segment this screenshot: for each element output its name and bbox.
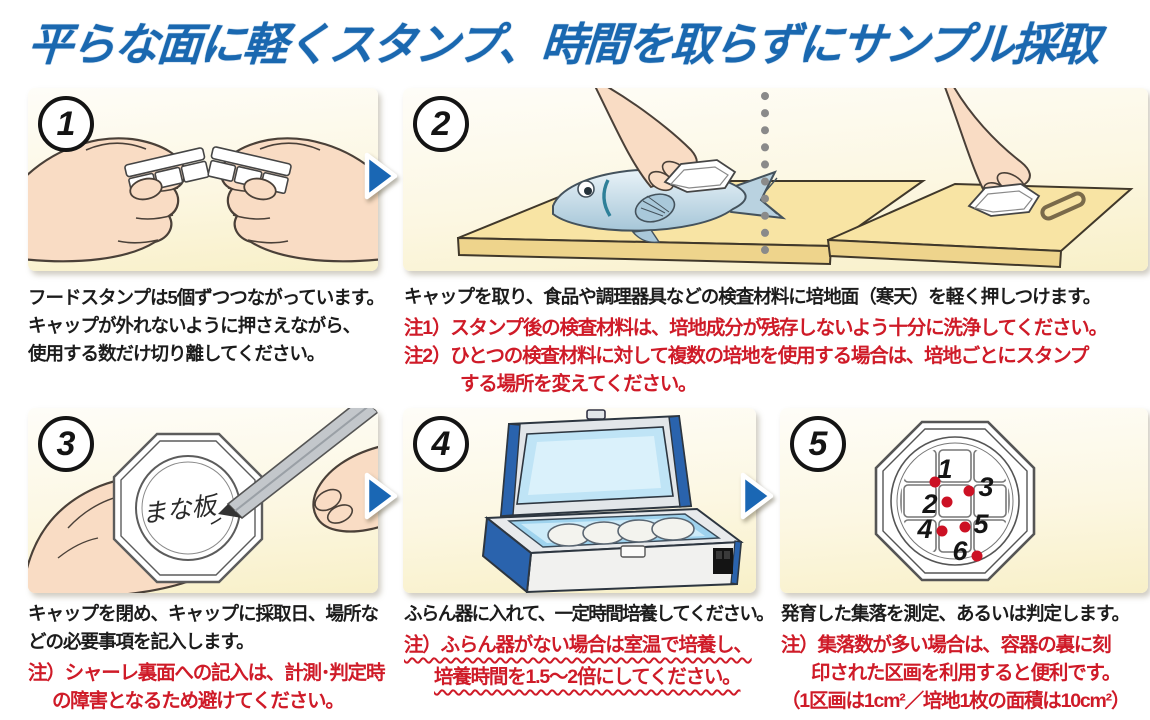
- step1-caption: フードスタンプは5個ずつつながっています。 キャップが外れないように押さえながら…: [28, 284, 385, 368]
- step5-illustration: 1 2 3 4 5 6: [874, 420, 1036, 582]
- caption-text: 使用する数だけ切り離してください。: [28, 343, 325, 364]
- colony-number: 5: [973, 509, 989, 539]
- note-text: 印された区画を利用すると便利です。: [811, 662, 1121, 684]
- pen-icon: [218, 408, 378, 520]
- step5-panel: 1 2 3 4 5 6 5: [780, 408, 1148, 593]
- note-text: 注）集落数が多い場合は、容器の裏に刻: [781, 634, 1112, 656]
- page-title: 平らな面に軽くスタンプ、時間を取らずにサンプル採取: [26, 19, 1100, 70]
- note-text: 注1）スタンプ後の検査材料は、培地成分が残存しないよう十分に洗浄してください。: [404, 317, 1108, 339]
- colony-number: 1: [937, 454, 952, 484]
- caption-text: キャップを取り、食品や調理器具などの検査材料に培地面（寒天）を軽く押しつけます。: [404, 286, 1101, 307]
- colony-number: 2: [921, 489, 937, 519]
- colony-number: 6: [952, 536, 968, 566]
- step5-caption: 発育した集落を測定、あるいは判定します。 注）集落数が多い場合は、容器の裏に刻 …: [781, 600, 1130, 715]
- note-text: の障害となるため避けてください。: [52, 690, 345, 712]
- step3-caption: キャップを閉め、キャップに採取日、場所な どの必要事項を記入します。 注）シャー…: [28, 600, 385, 715]
- note-text: する場所を変えてください。: [460, 373, 698, 395]
- caption-text: キャップを閉め、キャップに採取日、場所な: [28, 603, 379, 624]
- step4-number-badge: 4: [413, 416, 469, 472]
- stamp-right-icon: [967, 183, 1041, 217]
- step2-panel: 2: [403, 88, 1148, 271]
- dish-back-icon: 1 2 3 4 5 6: [874, 420, 1036, 582]
- cutting-board-right-icon: [826, 182, 1134, 269]
- step3-panel: まな板 3: [28, 408, 378, 593]
- note-text: 培養時間を1.5～2倍にしてください。: [434, 666, 742, 688]
- writing-hand-icon: [312, 445, 378, 533]
- incubator-icon: [481, 409, 744, 593]
- caption-text: 発育した集落を測定、あるいは判定します。: [781, 603, 1130, 624]
- step1-panel: 1: [28, 88, 378, 271]
- note-text: 注2）ひとつの検査材料に対して複数の培地を使用する場合は、培地ごとにスタンプ: [404, 345, 1089, 367]
- step3-illustration: まな板: [28, 408, 378, 593]
- caption-text: ふらん器に入れて、一定時間培養してください。: [404, 603, 775, 624]
- petri-dish-cap-icon: まな板: [112, 432, 264, 584]
- flow-arrow-icon: [364, 472, 398, 520]
- colony-number: 3: [978, 472, 993, 502]
- step4-illustration: [481, 409, 744, 593]
- caption-text: どの必要事項を記入します。: [28, 631, 255, 652]
- step3-number-badge: 3: [38, 416, 94, 472]
- step4-panel: 4: [403, 408, 756, 593]
- power-connector-icon: [713, 548, 733, 574]
- step2-illustration: [456, 88, 1134, 270]
- colony-marks: 1 2 3 4 5 6: [916, 454, 993, 566]
- step1-number-badge: 1: [38, 96, 94, 152]
- note-text: （1区画は1cm²／培地1枚の面積は10cm²）: [781, 690, 1130, 712]
- step2-caption: キャップを取り、食品や調理器具などの検査材料に培地面（寒天）を軽く押しつけます。…: [404, 283, 1108, 398]
- colony-number: 4: [916, 514, 932, 544]
- caption-text: フードスタンプは5個ずつつながっています。: [28, 287, 385, 308]
- note-text: 注）ふらん器がない場合は室温で培養し、: [404, 634, 753, 656]
- flow-arrow-icon: [740, 472, 774, 520]
- right-thumb-icon: [243, 177, 277, 201]
- step2-number-badge: 2: [413, 96, 469, 152]
- caption-text: キャップが外れないように押さえながら、: [28, 315, 361, 336]
- note-text: 注）シャーレ裏面への記入は、計測･判定時: [28, 662, 385, 684]
- left-thumb-icon: [129, 177, 163, 201]
- stamp-left-icon: [663, 159, 737, 193]
- step1-illustration: [28, 137, 378, 263]
- step5-number-badge: 5: [790, 416, 846, 472]
- step4-caption: ふらん器に入れて、一定時間培養してください。 注）ふらん器がない場合は室温で培養…: [404, 600, 775, 691]
- flow-arrow-icon: [364, 152, 398, 200]
